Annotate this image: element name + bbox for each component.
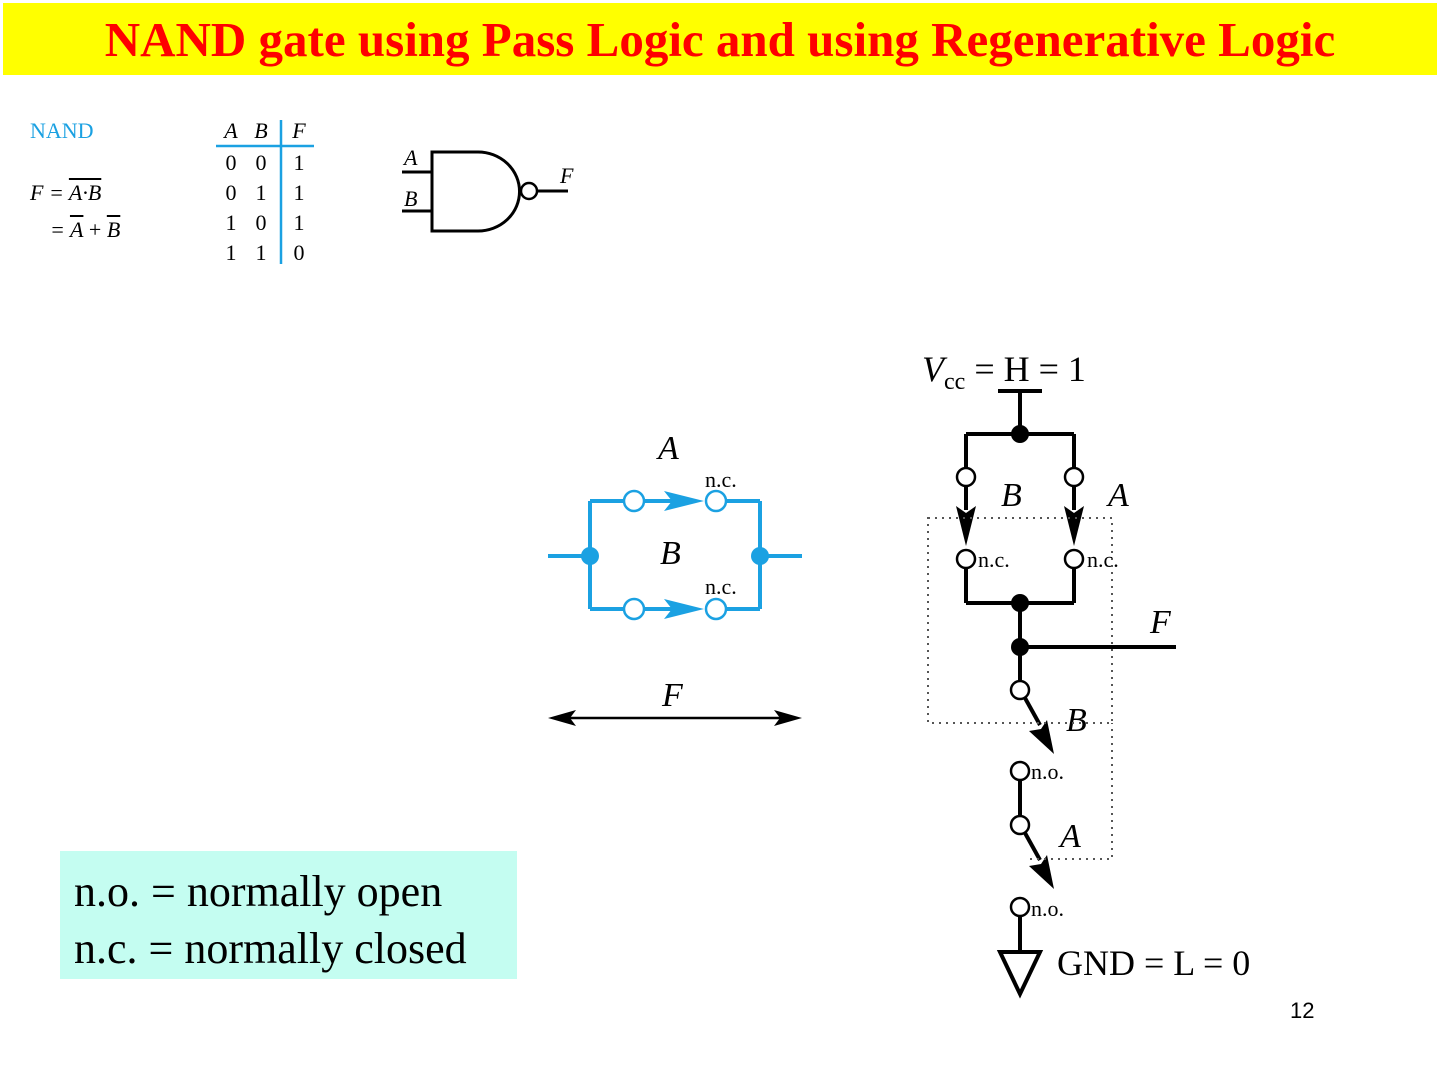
truth-table-cell: 1 <box>225 240 237 265</box>
legend-normally-closed: n.c. = normally closed <box>74 924 467 973</box>
pass-label-a: A <box>656 430 679 467</box>
regen-no-lower: n.o. <box>1031 896 1064 921</box>
truth-table-cell: 1 <box>293 150 305 175</box>
equation-lhs: F = <box>30 180 69 205</box>
nand-label: NAND <box>30 118 94 143</box>
equation-ab-overbar: A·B <box>68 180 102 205</box>
truth-table-cell: 0 <box>293 240 305 265</box>
nand-equation-line1: F = A·B <box>30 180 101 206</box>
pass-output-arrow: F <box>548 677 802 726</box>
truth-table-header-a: A <box>224 118 238 143</box>
truth-table-header-f: F <box>292 118 306 143</box>
regen-label-b-bottom: B <box>1066 702 1087 739</box>
equation-b-bar: B <box>106 217 121 242</box>
pass-nc-bottom: n.c. <box>705 574 737 599</box>
regenerative-logic-network: Vcc = H = 1 B A n.c. n.c. F <box>922 349 1250 999</box>
regen-label-b-top: B <box>1001 477 1022 514</box>
regen-label-a-bottom: A <box>1058 818 1081 855</box>
gate-input-b-label: B <box>404 186 417 211</box>
equation-eq-sign: = <box>50 217 70 242</box>
regen-no-upper: n.o. <box>1031 759 1064 784</box>
vcc-label: Vcc = H = 1 <box>922 349 1086 395</box>
pass-nc-top: n.c. <box>705 467 737 492</box>
gate-output-f-label: F <box>559 163 574 188</box>
legend-normally-open: n.o. = normally open <box>74 867 443 916</box>
ground-icon <box>996 950 1044 999</box>
truth-table-cell: 1 <box>293 180 305 205</box>
equation-plus: + <box>83 217 107 242</box>
truth-table-cell: 0 <box>255 150 267 175</box>
pass-logic-network: A B n.c. n.c. <box>548 430 802 621</box>
truth-table-cell: 1 <box>293 210 305 235</box>
nand-equation-line2: = A + B <box>50 217 120 243</box>
regen-gnd-label: GND = L = 0 <box>1057 943 1250 983</box>
regen-nc-left: n.c. <box>978 547 1010 572</box>
truth-table-cell: 0 <box>225 150 237 175</box>
regen-nc-right: n.c. <box>1087 547 1119 572</box>
title-bar: NAND gate using Pass Logic and using Reg… <box>3 3 1437 75</box>
truth-table-header-b: B <box>254 118 268 143</box>
truth-table-cell: 0 <box>225 180 237 205</box>
nand-gate-symbol: A B F <box>402 145 574 233</box>
truth-table-cell: 1 <box>225 210 237 235</box>
regen-label-a-top: A <box>1106 477 1129 514</box>
regen-label-f: F <box>1149 604 1172 641</box>
truth-table-cell: 1 <box>255 240 267 265</box>
pass-label-f: F <box>661 677 684 714</box>
truth-table-lines <box>216 120 314 264</box>
equation-a-bar: A <box>69 217 84 242</box>
gate-input-a-label: A <box>402 145 418 170</box>
legend-box: n.o. = normally open n.c. = normally clo… <box>60 851 517 979</box>
page-number: 12 <box>1290 998 1315 1023</box>
pass-label-b: B <box>660 535 681 572</box>
slide-title: NAND gate using Pass Logic and using Reg… <box>104 11 1336 67</box>
truth-table-cell: 1 <box>255 180 267 205</box>
truth-table-cell: 0 <box>255 210 267 235</box>
dotted-group-upper <box>927 517 1113 724</box>
